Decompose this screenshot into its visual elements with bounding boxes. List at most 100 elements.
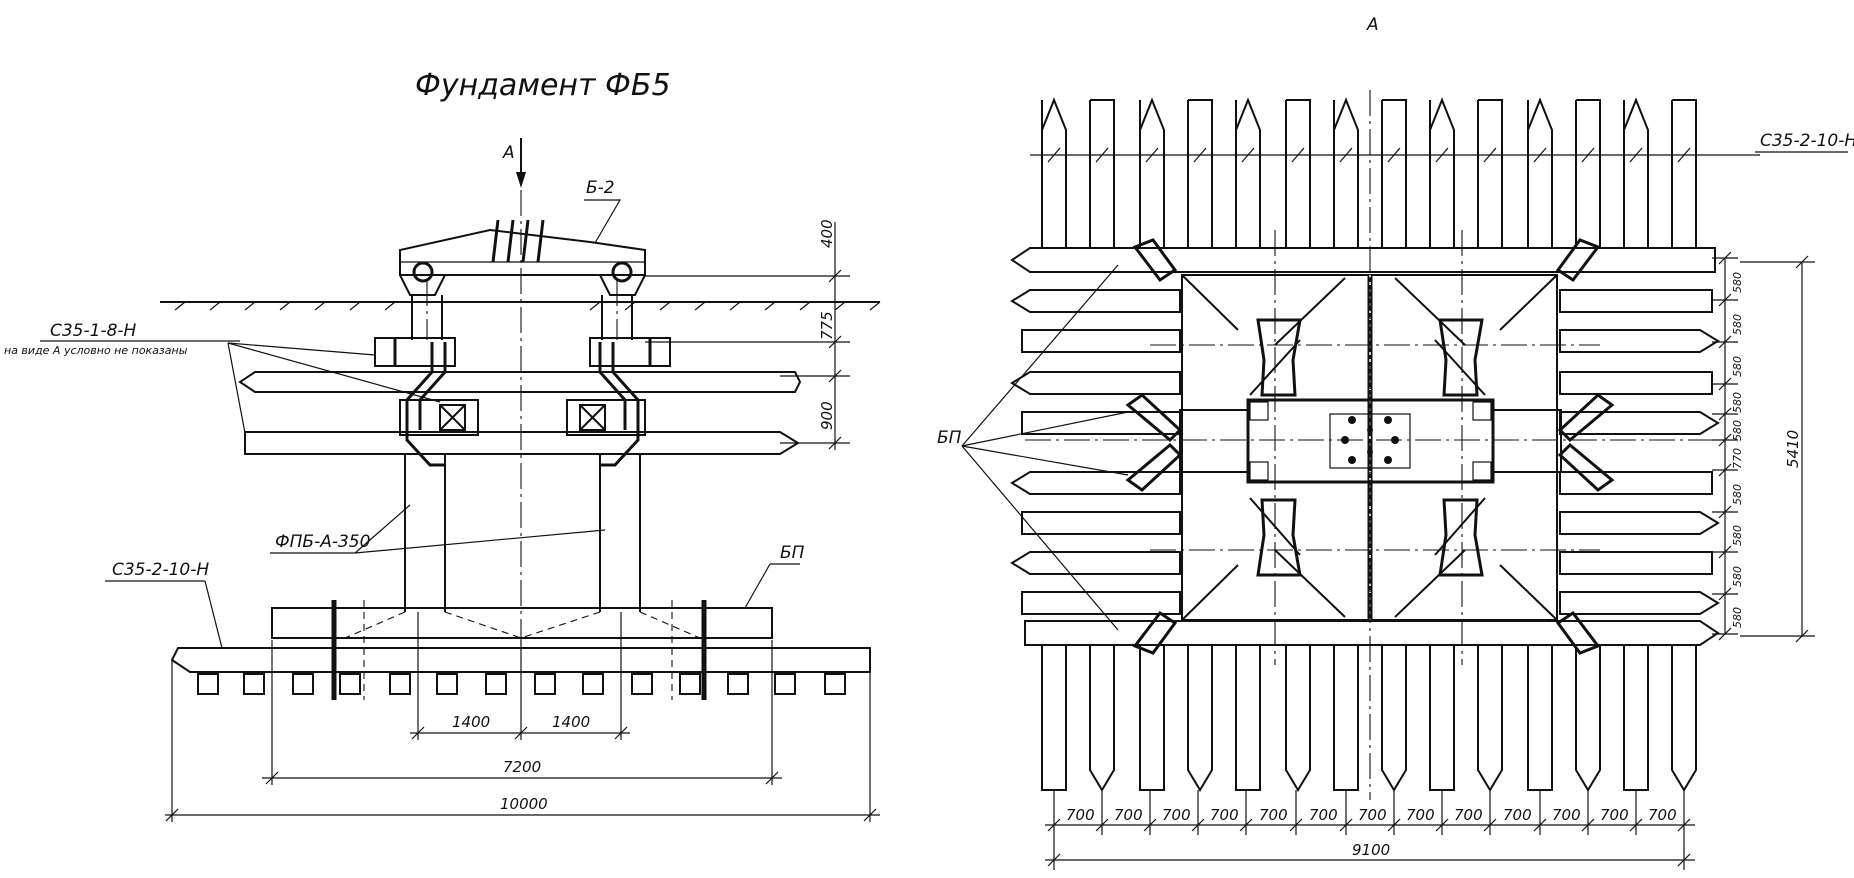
horizontal-pile-left: [1010, 289, 1181, 313]
lower-horizontal-pile: [244, 431, 800, 455]
dim-bottom-segment: 700: [1309, 806, 1338, 824]
horizontal-pile-left: [1021, 591, 1181, 615]
bp-leaders: [961, 264, 1129, 631]
base-clamps: [331, 600, 707, 700]
horizontal-pile-right: [1559, 411, 1720, 435]
left-column: [374, 280, 479, 612]
vertical-pile-top: [1623, 97, 1649, 248]
dim-10000: 10000: [500, 795, 548, 813]
horizontal-pile-right: [1559, 329, 1720, 353]
right-column: [566, 280, 671, 612]
dim-bottom-segment: 700: [1358, 806, 1387, 824]
dim-right-segment: 580: [1731, 314, 1744, 335]
view-a-label: А: [1366, 15, 1379, 35]
vertical-pile-bottom: [1333, 645, 1359, 791]
horizontal-pile-rows: [1010, 289, 1720, 615]
dim-1400-left: 1400: [452, 713, 490, 731]
label-s35-1-8: С35-1-8-Н: [50, 321, 137, 341]
vertical-pile-top: [1333, 97, 1359, 248]
vertical-pile-top: [1285, 99, 1311, 248]
horizontal-pile-left: [1010, 371, 1181, 395]
vertical-pile-top: [1477, 99, 1503, 248]
dim-900: 900: [818, 401, 836, 430]
vertical-pile-bottom: [1187, 645, 1213, 792]
label-s35-2-10-right: С35-2-10-Н: [1760, 131, 1854, 151]
ground-hatching: [174, 301, 881, 311]
bottom-long-beam: [1024, 620, 1720, 646]
note-not-shown: на виде А условно не показаны: [4, 344, 188, 357]
vertical-pile-bottom: [1623, 645, 1649, 791]
dim-400: 400: [818, 219, 836, 248]
vertical-pile-top: [1381, 99, 1407, 248]
dim-right-segment: 580: [1731, 272, 1744, 293]
vertical-pile-top: [1575, 99, 1601, 248]
dim-bottom-segment: 700: [1114, 806, 1143, 824]
dim-bottom-segment: 700: [1066, 806, 1095, 824]
horizontal-pile-right: [1559, 591, 1720, 615]
vertical-pile-top: [1527, 97, 1553, 248]
horizontal-pile-right: [1559, 511, 1720, 535]
vertical-pile-bottom: [1235, 645, 1261, 791]
horizontal-pile-right: [1559, 551, 1713, 575]
dim-775: 775: [818, 311, 836, 340]
top-long-beam: [1010, 247, 1716, 273]
horizontal-pile-right: [1559, 289, 1713, 313]
vertical-pile-top: [1139, 97, 1165, 248]
tie-line-ticks: [1047, 147, 1691, 163]
vertical-dimension-chain: [645, 222, 850, 450]
horizontal-dimension-lines: [165, 612, 880, 822]
dim-bottom-segment: 700: [1552, 806, 1581, 824]
label-bp-right: БП: [937, 428, 962, 448]
label-bp-left: БП: [780, 543, 805, 563]
vertical-pile-top: [1041, 97, 1067, 248]
vertical-pile-bottom: [1089, 645, 1115, 792]
vertical-pile-bottom: [1139, 645, 1165, 791]
dim-bottom-segment: 700: [1648, 806, 1677, 824]
beam-anchor-bolts: [491, 219, 545, 263]
dim-right-segment: 580: [1731, 566, 1744, 587]
horizontal-pile-left: [1021, 411, 1181, 435]
vertical-pile-bottom: [1575, 645, 1601, 792]
column-head-br: [1438, 498, 1484, 577]
upper-horizontal-pile: [238, 371, 802, 393]
corner-diagonal-stubs: [1125, 238, 1615, 655]
dim-bottom-segment: 700: [1162, 806, 1191, 824]
label-s35-2-10-left: С35-2-10-Н: [112, 560, 209, 580]
view-a-marker: А: [502, 143, 515, 163]
dim-right-segment: 580: [1731, 420, 1744, 441]
dim-right-segment: 580: [1731, 356, 1744, 377]
foundation-plan-view-a: А: [937, 15, 1854, 870]
dim-bottom-segment: 700: [1259, 806, 1288, 824]
label-fpb: ФПБ-А-350: [275, 532, 370, 552]
dim-bottom-segment: 700: [1406, 806, 1435, 824]
dim-right-segment: 580: [1731, 392, 1744, 413]
horizontal-pile-left: [1021, 511, 1181, 535]
vertical-pile-bottom: [1285, 645, 1311, 792]
dim-right-segment: 580: [1731, 607, 1744, 628]
foundation-elevation-view: Фундамент ФБ5 А: [4, 68, 881, 822]
base-long-pile: [170, 647, 871, 673]
vertical-pile-top: [1187, 99, 1213, 248]
pile-cross-sections: [197, 673, 846, 695]
column-head-bl: [1256, 498, 1302, 577]
dim-9100: 9100: [1352, 841, 1390, 859]
vertical-pile-top: [1429, 97, 1455, 248]
view-direction-arrowhead: [516, 172, 526, 188]
dim-bottom-segment: 700: [1210, 806, 1239, 824]
vertical-pile-top: [1671, 99, 1697, 248]
horizontal-pile-right: [1559, 471, 1713, 495]
vertical-pile-top: [1089, 99, 1115, 248]
dim-bottom-segment: 700: [1600, 806, 1629, 824]
vertical-piles-row: [1041, 97, 1697, 792]
vertical-pile-bottom: [1671, 645, 1697, 792]
horizontal-pile-left: [1010, 471, 1181, 495]
drawing-title: Фундамент ФБ5: [415, 68, 671, 103]
column-head-tl: [1256, 318, 1302, 397]
vertical-pile-bottom: [1381, 645, 1407, 792]
vertical-pile-top: [1235, 97, 1261, 248]
dim-7200: 7200: [503, 758, 541, 776]
horizontal-pile-left: [1021, 329, 1181, 353]
dim-right-segment: 580: [1731, 484, 1744, 505]
